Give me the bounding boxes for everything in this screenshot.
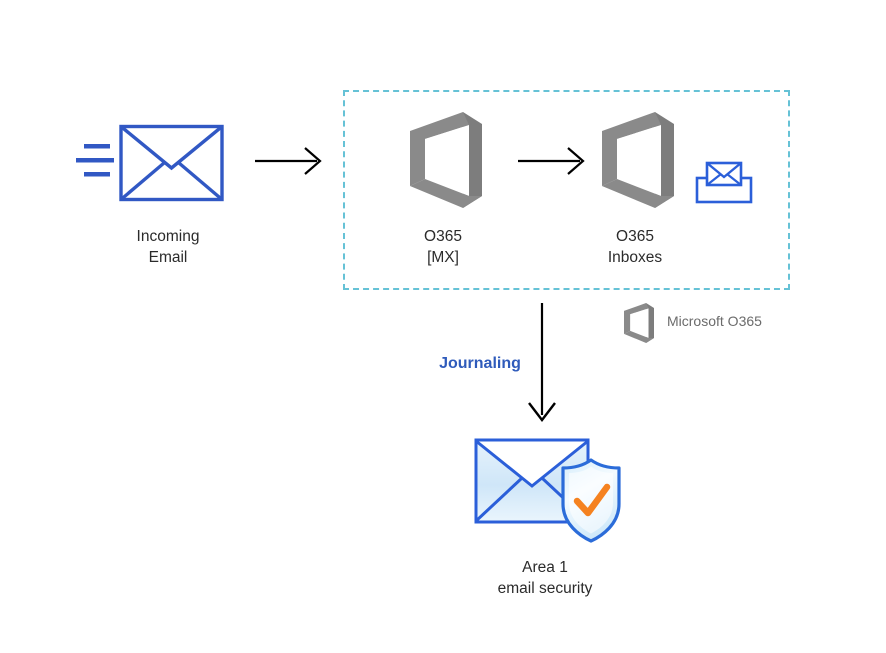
o365-inboxes-label: O365 Inboxes (555, 226, 715, 268)
o365-inbox-badge (694, 160, 754, 205)
arrow-incoming-to-mx (255, 145, 325, 177)
o365-mx-icon-group (406, 112, 486, 208)
incoming-email-label-line2: Email (148, 249, 188, 266)
o365-inboxes-icon-group (598, 112, 678, 208)
area1-label: Area 1 email security (465, 557, 625, 599)
office365-icon (624, 303, 654, 343)
area1-label-line2: email security (497, 580, 593, 597)
arrow-right-icon (255, 147, 322, 175)
office365-icon (602, 112, 674, 208)
incoming-email-label-line1: Incoming (136, 228, 200, 245)
o365-mx-label: O365 [MX] (363, 226, 523, 268)
arrow-down-icon (528, 303, 556, 422)
inbox-tray-icon (695, 161, 753, 204)
envelope-icon (76, 124, 224, 202)
arrow-right-icon (518, 147, 585, 175)
journaling-label: Journaling (439, 355, 521, 372)
o365-inboxes-label-line2: Inboxes (607, 249, 663, 266)
area1-label-line1: Area 1 (522, 559, 568, 576)
legend-label: Microsoft O365 (667, 313, 762, 329)
arrow-mx-to-inboxes (518, 145, 588, 177)
incoming-email-label: Incoming Email (88, 226, 248, 268)
incoming-email-icon-group (76, 118, 226, 210)
legend-office365-icon-group (622, 303, 656, 343)
shielded-envelope-icon (474, 438, 621, 543)
o365-inboxes-label-line1: O365 (616, 228, 654, 245)
o365-mx-label-line2: [MX] (427, 249, 459, 266)
office365-icon (410, 112, 482, 208)
area1-icon-group (470, 432, 630, 547)
arrow-inboxes-to-area1 (524, 303, 560, 425)
o365-mx-label-line1: O365 (424, 228, 462, 245)
o365-boundary-box (343, 90, 790, 290)
